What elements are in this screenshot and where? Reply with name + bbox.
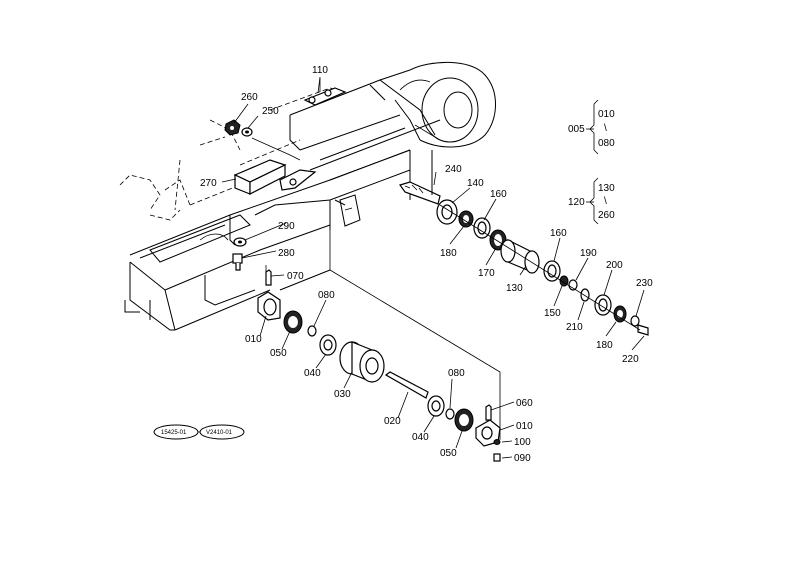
label-080-upper: 080	[318, 290, 335, 301]
group-120-bottom: 260	[598, 210, 615, 221]
label-070: 070	[287, 271, 304, 282]
bolt-220	[637, 324, 649, 336]
label-080-lower: 080	[448, 368, 465, 379]
part-labels: 110 260 250 270 240 140 160 180 170 290 …	[200, 65, 653, 464]
label-290: 290	[278, 221, 295, 232]
label-180: 180	[440, 248, 457, 259]
leader-lines	[221, 76, 645, 459]
group-005-id: 005	[568, 124, 585, 135]
group-005-sep: \	[604, 123, 607, 134]
bearing-200	[594, 294, 612, 316]
label-090: 090	[514, 453, 531, 464]
label-170: 170	[478, 268, 495, 279]
label-060: 060	[516, 398, 533, 409]
label-100: 100	[514, 437, 531, 448]
bracket-010b	[475, 419, 501, 447]
pin-060	[485, 404, 492, 421]
bearing-160a	[473, 217, 491, 239]
washer-230	[630, 315, 640, 327]
label-110: 110	[312, 65, 328, 76]
bearing-140	[436, 199, 458, 225]
bearing-040b	[427, 395, 445, 417]
group-120-id: 120	[568, 197, 585, 208]
label-050-right: 050	[440, 448, 457, 459]
label-230: 230	[636, 278, 653, 289]
track-frame	[124, 149, 411, 331]
plug-080b	[445, 408, 455, 420]
ring-210	[580, 288, 590, 302]
plug-080a	[307, 325, 317, 337]
badge-right-outline	[199, 424, 245, 440]
label-130: 130	[506, 283, 523, 294]
bearing-160b	[543, 260, 561, 282]
label-200: 200	[606, 260, 623, 271]
bearing-040a	[319, 334, 337, 356]
label-240: 240	[445, 164, 462, 175]
badge-left-text: 15425-01	[161, 430, 187, 436]
label-260: 260	[241, 92, 258, 103]
label-280: 280	[278, 248, 295, 259]
reference-badges: 15425-01 V2410-01	[153, 424, 245, 440]
washer-250	[241, 127, 253, 137]
label-040-left: 040	[304, 368, 321, 379]
label-160-right: 160	[550, 228, 567, 239]
group-key-120: 120 130 \ 260	[568, 177, 615, 225]
badge-right-text: V2410-01	[206, 430, 233, 436]
label-220: 220	[622, 354, 639, 365]
ring-190	[568, 279, 578, 291]
label-030: 030	[334, 389, 351, 400]
label-010-right: 010	[516, 421, 533, 432]
bolt-280	[232, 253, 243, 271]
group-005-bottom: 080	[598, 138, 615, 149]
seal-050b	[454, 408, 474, 432]
label-180-right: 180	[596, 340, 613, 351]
shaft-240	[399, 150, 441, 205]
label-190: 190	[580, 248, 597, 259]
washer-290	[233, 237, 247, 247]
bolt-090	[493, 453, 501, 462]
group-120-top: 130	[598, 183, 615, 194]
label-250: 250	[262, 106, 279, 117]
seal-050a	[283, 310, 303, 334]
nut-260	[224, 119, 241, 136]
label-270: 270	[200, 178, 217, 189]
washer-100	[493, 439, 501, 445]
sleeve-130	[500, 239, 540, 274]
group-key-005: 005 010 \ 080	[568, 99, 615, 155]
label-140: 140	[467, 178, 484, 189]
group-005-top: 010	[598, 109, 615, 120]
bracket-010a	[257, 291, 281, 321]
fitting-070	[265, 269, 272, 286]
plate-110	[303, 78, 347, 106]
label-010-left: 010	[245, 334, 262, 345]
label-040-right: 040	[412, 432, 429, 443]
seal-180b	[613, 305, 627, 323]
label-020: 020	[384, 416, 401, 427]
cover-270	[233, 159, 317, 195]
roller-030	[339, 341, 385, 383]
label-150: 150	[544, 308, 561, 319]
label-210: 210	[566, 322, 583, 333]
label-050-left: 050	[270, 348, 287, 359]
shaft-020	[384, 371, 429, 399]
group-120-sep: \	[604, 196, 607, 207]
label-160: 160	[490, 189, 507, 200]
